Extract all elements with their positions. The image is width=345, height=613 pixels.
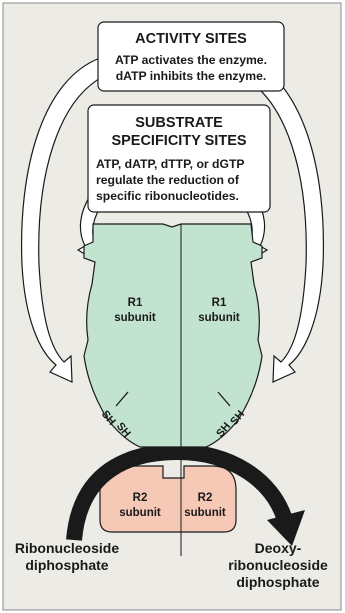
activity-sites-line-2: dATP inhibits the enzyme.	[116, 69, 267, 83]
r1-left-name: R1	[128, 297, 143, 309]
activity-sites-line-1: ATP activates the enzyme.	[115, 53, 267, 67]
specificity-line-3: specific ribonucleotides.	[96, 189, 239, 203]
activity-sites-title: ACTIVITY SITES	[135, 31, 247, 47]
r2-left-label: subunit	[119, 507, 161, 519]
r2-right-label: subunit	[184, 507, 226, 519]
product-label-line-2: ribonucleoside	[228, 557, 328, 573]
reactant-label-line-2: diphosphate	[25, 557, 108, 573]
r1-right-name: R1	[212, 297, 227, 309]
specificity-line-1: ATP, dATP, dTTP, or dGTP	[96, 157, 245, 171]
product-label-line-1: Deoxy-	[255, 540, 302, 556]
r2-left-name: R2	[133, 492, 148, 504]
specificity-title-line-2: SPECIFICITY SITES	[111, 133, 246, 149]
r1-left-label: subunit	[114, 312, 156, 324]
specificity-title-line-1: SUBSTRATE	[135, 115, 223, 131]
product-label-line-3: diphosphate	[236, 574, 319, 590]
r1-right-label: subunit	[198, 312, 240, 324]
reactant-label-line-1: Ribonucleoside	[15, 540, 119, 556]
specificity-line-2: regulate the reduction of	[96, 173, 240, 187]
r2-right-name: R2	[198, 492, 213, 504]
